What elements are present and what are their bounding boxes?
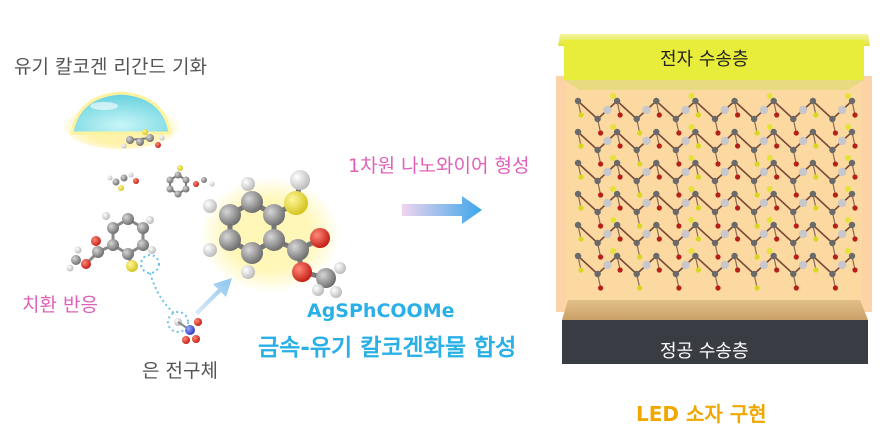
vapor-droplet xyxy=(63,91,179,149)
main-process-arrow xyxy=(402,196,482,224)
hole-transport-layer xyxy=(562,320,868,364)
vapor-molecule-1 xyxy=(121,129,165,149)
reaction-arrow-small xyxy=(195,278,232,315)
vapor-molecule-3 xyxy=(166,165,215,198)
led-label: LED 소자 구현 xyxy=(636,402,767,426)
vaporization-label: 유기 칼코겐 리간드 기화 xyxy=(14,56,207,78)
precursor-label: 은 전구체 xyxy=(142,360,218,382)
electron-transport-layer xyxy=(564,40,864,80)
substitution-label: 치환 반응 xyxy=(22,294,98,316)
hole-transport-layer-label: 정공 수송층 xyxy=(660,341,749,362)
synthesis-label: 금속-유기 칼코겐화물 합성 xyxy=(258,335,517,361)
compound-label: AgSPhCOOMe xyxy=(307,300,455,322)
led-device-stack xyxy=(556,34,872,364)
silver-precursor xyxy=(174,318,202,344)
agsphcoome-molecule xyxy=(200,170,346,298)
nanowire-lattice xyxy=(574,93,858,291)
substitution-path xyxy=(140,254,189,333)
electron-transport-layer-label: 전자 수송층 xyxy=(660,49,749,70)
ligand-molecule xyxy=(66,212,156,272)
vapor-molecule-2 xyxy=(107,172,139,191)
nanowire-label: 1차원 나노와이어 형성 xyxy=(348,155,530,177)
